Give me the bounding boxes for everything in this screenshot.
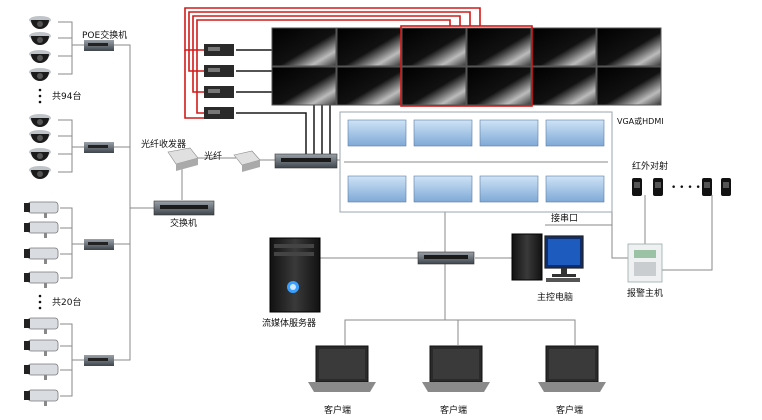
media-server-label: 流媒体服务器 [262, 317, 316, 329]
encoder-icon [204, 65, 234, 77]
poe-switch-label: POE交换机 [82, 29, 127, 41]
vga-hdmi-label: VGA或HDMI [617, 116, 664, 126]
dome-camera-icon [29, 114, 51, 127]
fiber-transceiver-icon [167, 147, 199, 171]
encoder-icon [204, 44, 234, 56]
dome-count-label: 共94台 [52, 90, 81, 102]
dome-camera-icon [29, 16, 51, 29]
video-wall [271, 25, 662, 107]
monitor-row-1 [271, 27, 662, 67]
bullet-camera-icon [24, 317, 59, 334]
fiber-transceiver-label: 光纤收发器 [141, 138, 186, 150]
infrared-dots: • • • • [671, 183, 701, 193]
poe-switch-icon [84, 239, 114, 250]
alarm-host-label: 报警主机 [627, 287, 663, 299]
dome-camera-icon [29, 166, 51, 179]
serial-port-label: 接串口 [551, 212, 578, 224]
dome-camera-group-2 [29, 114, 51, 179]
bullet-camera-icon [24, 363, 59, 380]
switch-label: 交换机 [170, 217, 197, 229]
poe-switch-icon [84, 40, 114, 51]
infrared-label: 红外对射 [632, 160, 668, 172]
encoder-icon [204, 86, 234, 98]
infrared-beam-icon [632, 178, 731, 196]
dome-camera-icon [29, 130, 51, 143]
fiber-label: 光纤 [204, 150, 222, 162]
bullet-count-label: 共20台 [52, 296, 81, 308]
encoder-icon [204, 107, 234, 119]
main-pc-icon [511, 233, 584, 282]
dome-camera-icon [29, 148, 51, 161]
bullet-camera-icon [24, 201, 59, 218]
media-server-icon [269, 237, 321, 313]
client-label-2: 客户端 [440, 404, 467, 416]
alarm-host-icon [627, 243, 663, 283]
server-rack [339, 111, 613, 213]
bullet-camera-group-2 [24, 317, 59, 406]
highlight-box [400, 25, 533, 107]
bullet-camera-group-1 [24, 201, 59, 288]
lan-switch-icon [417, 251, 475, 265]
server-row-1 [347, 119, 605, 147]
bullet-camera-icon [24, 271, 59, 288]
dome-camera-icon [29, 68, 51, 81]
fiber-transceiver-icon [233, 150, 261, 172]
client-label-3: 客户端 [556, 404, 583, 416]
dots-separator [38, 88, 42, 310]
poe-switch-icon [84, 142, 114, 153]
bullet-camera-icon [24, 389, 59, 406]
client-label-1: 客户端 [324, 404, 351, 416]
laptop-icon [308, 345, 376, 392]
poe-switch-icon [84, 355, 114, 366]
bullet-camera-icon [24, 339, 59, 356]
core-switch-icon [274, 153, 338, 169]
server-row-2 [347, 175, 605, 203]
bullet-camera-icon [24, 247, 59, 264]
laptop-icon [538, 345, 606, 392]
main-pc-label: 主控电脑 [537, 291, 573, 303]
dome-camera-icon [29, 50, 51, 63]
aggregation-switch-icon [153, 200, 215, 216]
laptop-icon [422, 345, 490, 392]
bullet-camera-icon [24, 221, 59, 238]
dome-camera-group-1 [29, 16, 51, 81]
dome-camera-icon [29, 32, 51, 45]
monitor-row-2 [271, 66, 662, 106]
